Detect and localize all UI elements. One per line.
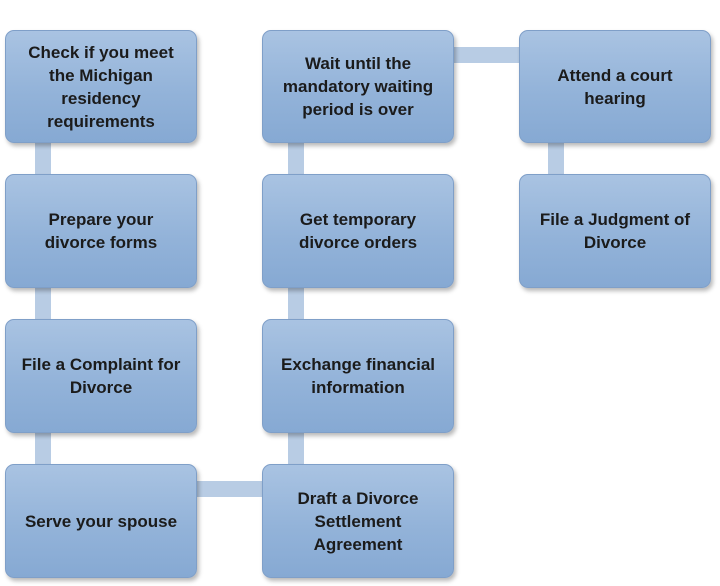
step-residency-label: Check if you meet the Michigan residency… (28, 42, 174, 131)
step-judgment-label: File a Judgment of Divorce (539, 210, 691, 252)
connector-settlement-financial (288, 430, 304, 468)
step-judgment-box: File a Judgment of Divorce (519, 174, 711, 288)
connector-residency-prepare (35, 140, 51, 178)
step-temporary-orders-label: Get temporary divorce orders (298, 210, 418, 252)
step-serve-spouse-label: Serve your spouse (24, 511, 178, 531)
step-prepare-forms-label: Prepare your divorce forms (44, 210, 158, 252)
connector-file-serve (35, 430, 51, 468)
connector-serve-settlement (195, 481, 267, 497)
connector-temporary-waiting (288, 140, 304, 178)
step-settlement-box: Draft a Divorce Settlement Agreement (262, 464, 454, 578)
step-file-complaint-box: File a Complaint for Divorce (5, 319, 197, 433)
step-waiting-period-box: Wait until the mandatory waiting period … (262, 30, 454, 143)
connector-hearing-judgment (548, 140, 564, 178)
step-serve-spouse-box: Serve your spouse (5, 464, 197, 578)
step-financial-info-label: Exchange financial information (281, 355, 435, 397)
step-residency-box: Check if you meet the Michigan residency… (5, 30, 197, 143)
step-file-complaint-label: File a Complaint for Divorce (21, 355, 181, 397)
step-prepare-forms-box: Prepare your divorce forms (5, 174, 197, 288)
connector-financial-temporary (288, 285, 304, 323)
step-settlement-label: Draft a Divorce Settlement Agreement (297, 488, 419, 554)
step-court-hearing-box: Attend a court hearing (519, 30, 711, 143)
step-waiting-period-label: Wait until the mandatory waiting period … (282, 54, 434, 119)
step-court-hearing-label: Attend a court hearing (557, 65, 673, 108)
connector-prepare-file (35, 285, 51, 323)
connector-waiting-hearing (452, 47, 524, 63)
step-temporary-orders-box: Get temporary divorce orders (262, 174, 454, 288)
step-financial-info-box: Exchange financial information (262, 319, 454, 433)
